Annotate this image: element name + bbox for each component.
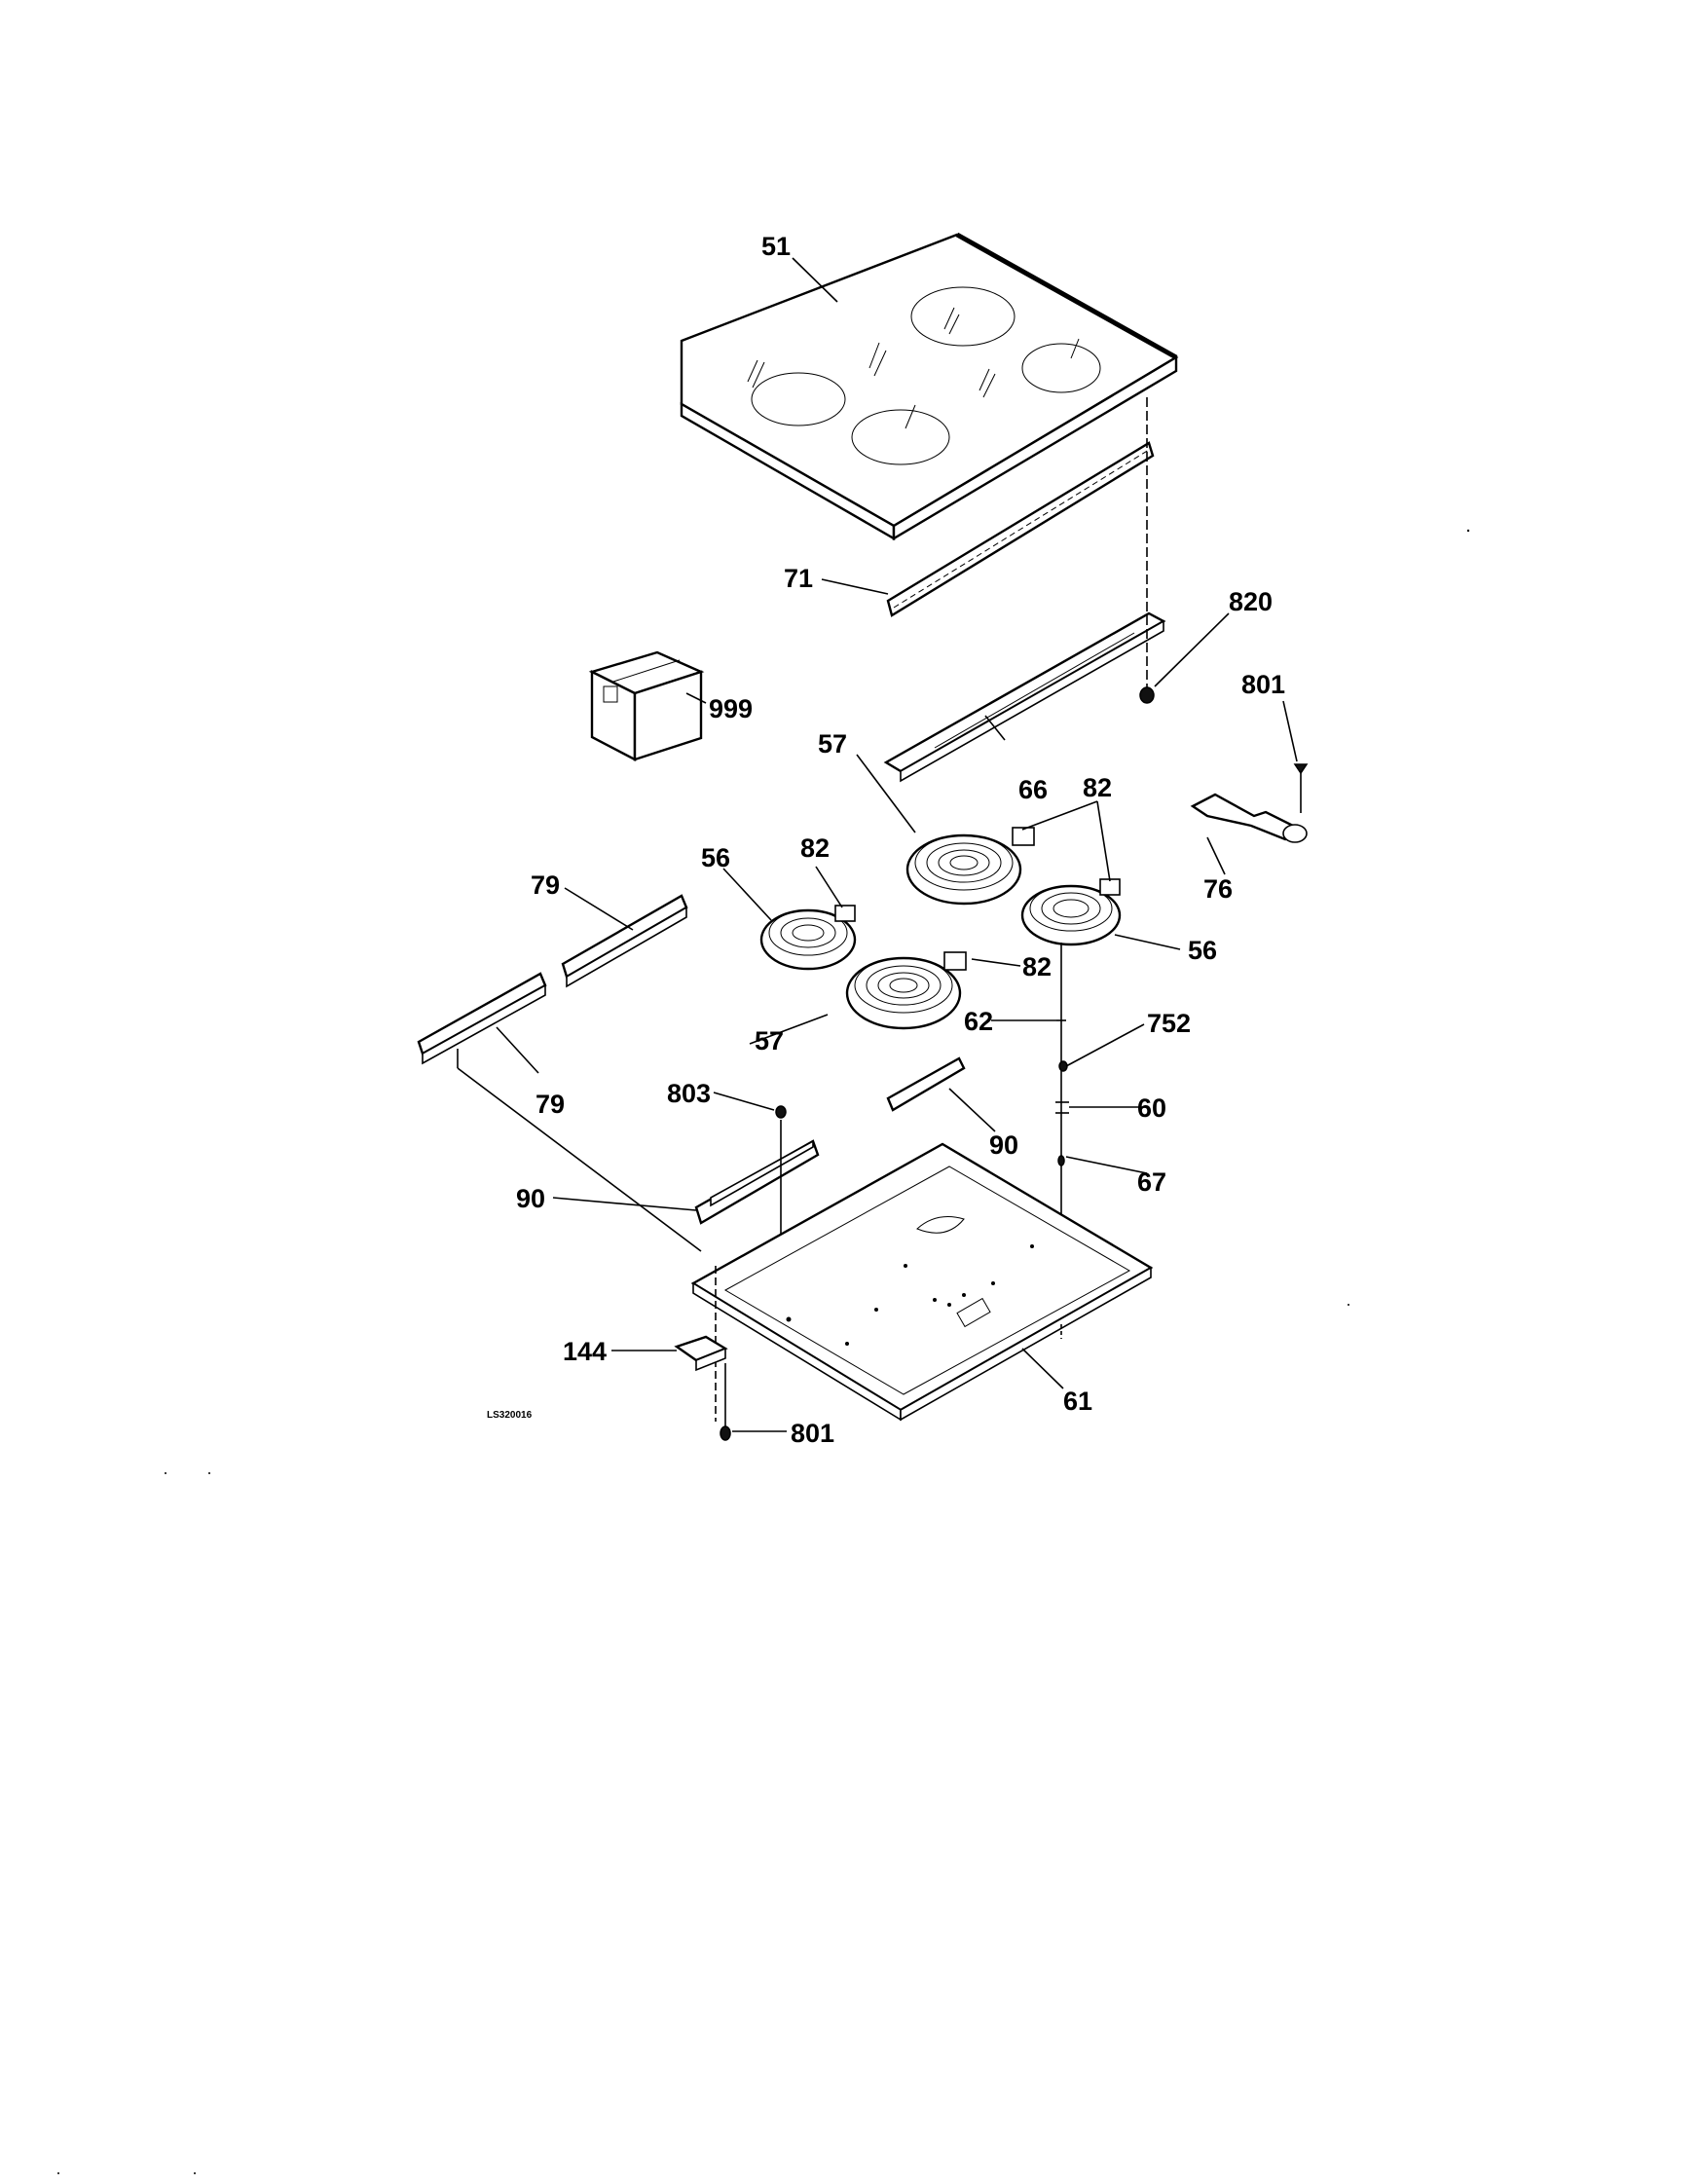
bracket-90-left [694, 1139, 820, 1225]
callout-71: 71 [784, 564, 813, 593]
strip-79-bottom [417, 972, 702, 1252]
callout-82-mid: 82 [1022, 952, 1052, 981]
callout-56-left: 56 [701, 843, 730, 872]
callout-61: 61 [1063, 1387, 1092, 1416]
screw-801-bottom [720, 1363, 731, 1441]
scan-specks [57, 529, 1470, 2174]
callout-labels: 51 71 820 999 801 57 66 82 76 79 56 82 8… [487, 232, 1285, 1448]
bracket-66 [883, 611, 1166, 783]
callout-801-top: 801 [1241, 670, 1285, 699]
burner-57-top [905, 827, 1035, 906]
callout-66: 66 [1018, 775, 1048, 804]
callout-90-right: 90 [989, 1130, 1018, 1160]
base-pan-61 [690, 1142, 1154, 1422]
callout-76: 76 [1203, 874, 1233, 904]
bracket-90-right [886, 1056, 966, 1112]
screw-801-top [1293, 763, 1309, 813]
callout-57-bottom: 57 [755, 1026, 784, 1055]
callout-801-bottom: 801 [791, 1419, 834, 1448]
clip-144 [674, 1335, 728, 1372]
callout-144: 144 [563, 1337, 607, 1366]
bracket-76 [1190, 793, 1308, 843]
callout-62: 62 [964, 1007, 993, 1036]
box-999 [588, 650, 705, 761]
callout-999: 999 [709, 694, 753, 723]
callout-752: 752 [1147, 1009, 1191, 1038]
burner-56-right [1020, 878, 1122, 946]
callout-803: 803 [667, 1079, 711, 1108]
cooktop-glass-51 [680, 232, 1179, 541]
callout-67: 67 [1137, 1167, 1166, 1197]
callout-820: 820 [1229, 587, 1273, 616]
callout-57-top: 57 [818, 729, 847, 759]
callout-51: 51 [761, 232, 791, 261]
callout-79-top: 79 [531, 870, 560, 900]
burner-56-left [759, 905, 857, 971]
callout-79-bottom: 79 [536, 1090, 565, 1119]
burner-57-bottom [845, 951, 967, 1030]
leader-lines [496, 257, 1298, 1432]
callout-60: 60 [1137, 1093, 1166, 1123]
callout-82-top: 82 [1083, 773, 1112, 802]
strip-79-top [561, 894, 688, 988]
drawing-code: LS320016 [487, 1410, 533, 1421]
callout-56-right: 56 [1188, 936, 1217, 965]
trim-strip-71 [886, 441, 1155, 617]
callout-90-left: 90 [516, 1184, 545, 1213]
fastener-820 [1139, 397, 1155, 704]
callout-82-left: 82 [800, 833, 830, 863]
